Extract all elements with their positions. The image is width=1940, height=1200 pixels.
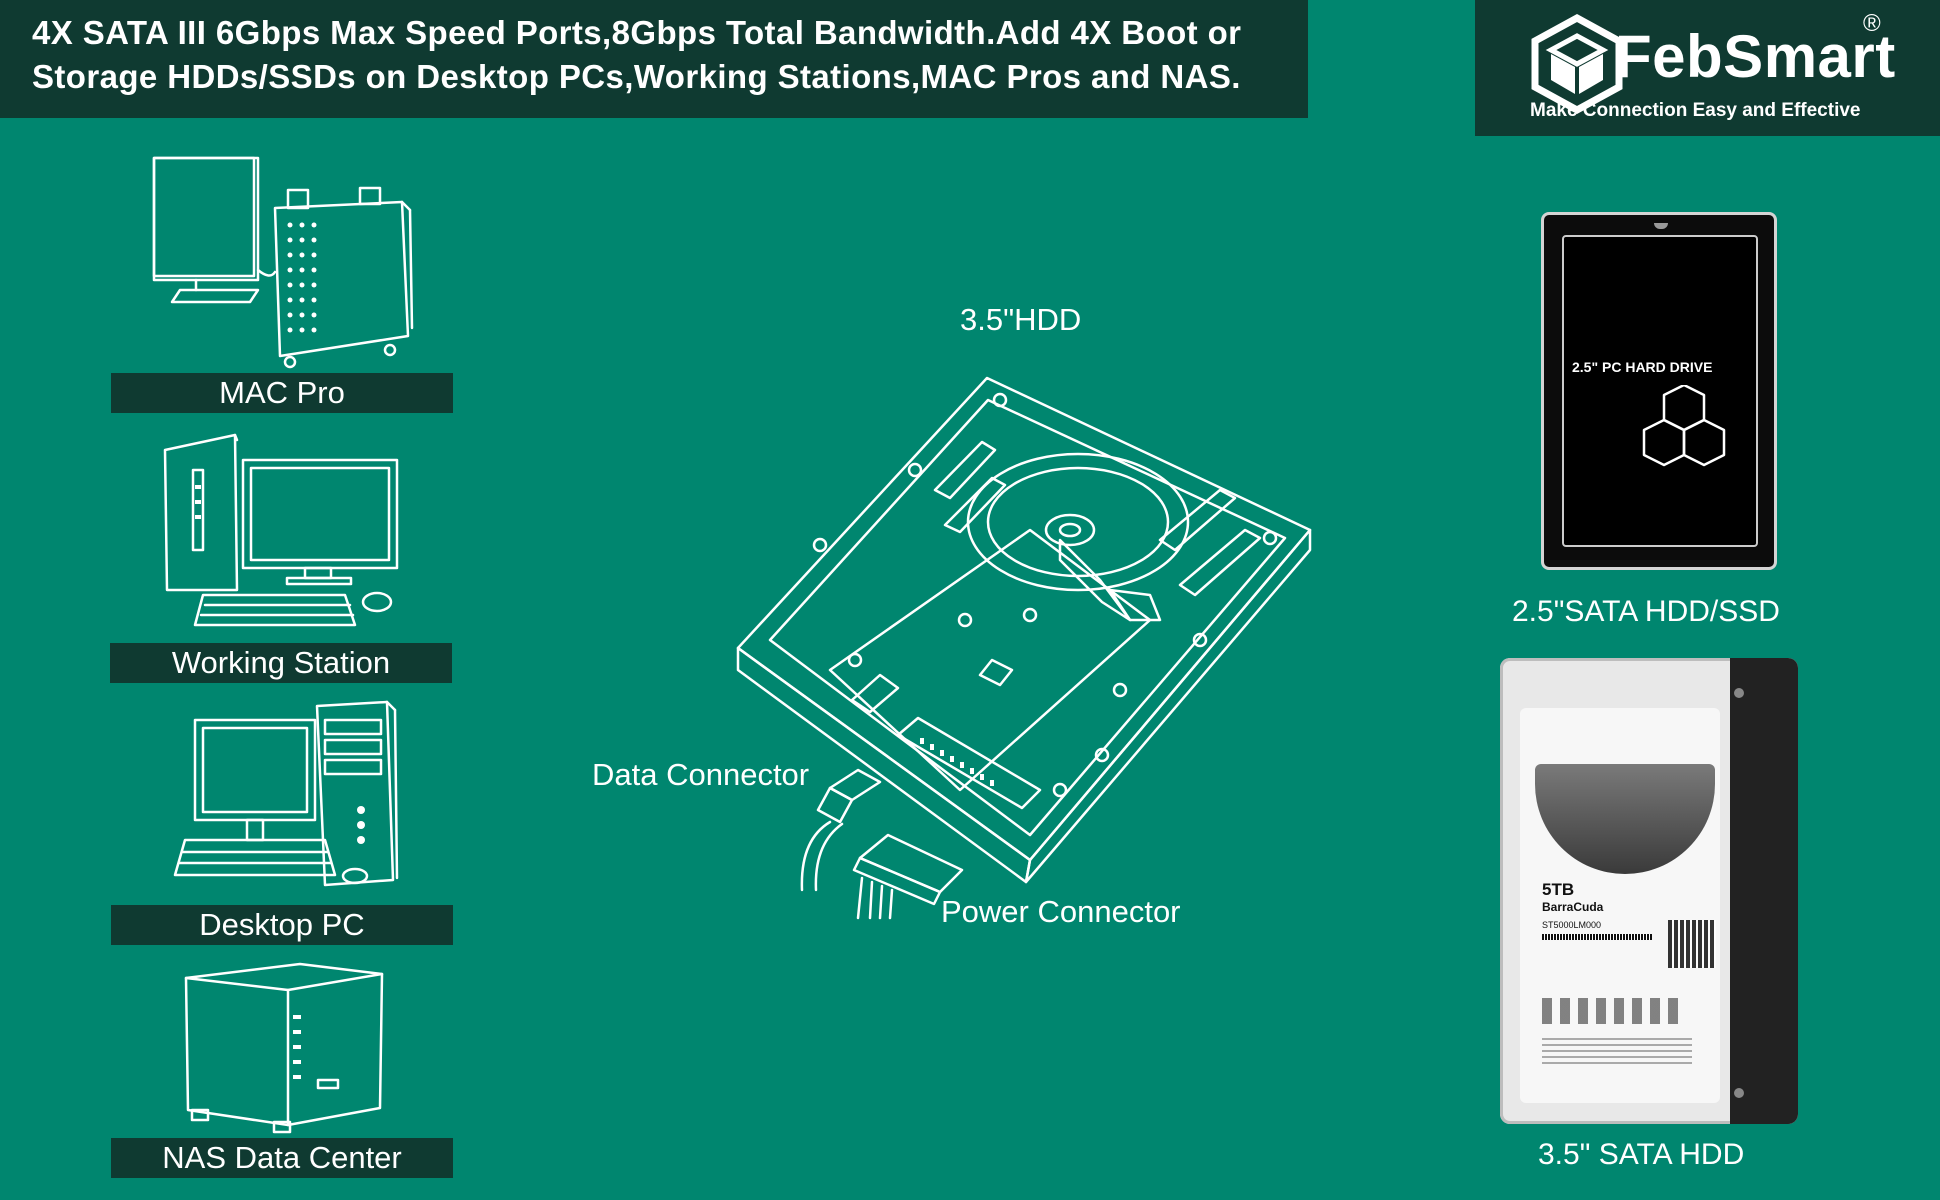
headline-line-1: 4X SATA III 6Gbps Max Speed Ports,8Gbps … xyxy=(32,14,1242,51)
headline-line-2: Storage HDDs/SSDs on Desktop PCs,Working… xyxy=(32,58,1241,95)
device-label-working-station: Working Station xyxy=(110,643,452,683)
desktop-pc-icon xyxy=(173,700,399,887)
data-connector-label: Data Connector xyxy=(592,757,810,792)
mac-pro-icon xyxy=(152,156,414,369)
drive-3-5-capacity: 5TB xyxy=(1542,880,1575,899)
drive-3-5-model: BarraCuda xyxy=(1542,900,1604,914)
brand-panel: FebSmart ® Make Connection Easy and Effe… xyxy=(1475,0,1940,136)
power-connector-label: Power Connector xyxy=(941,894,1181,929)
nas-icon xyxy=(184,962,384,1134)
hdd-title: 3.5"HDD xyxy=(960,302,1082,337)
brand-tagline: Make Connection Easy and Effective xyxy=(1530,100,1861,121)
drive-2-5-caption: 2.5"SATA HDD/SSD xyxy=(1512,595,1780,628)
headline-banner: 4X SATA III 6Gbps Max Speed Ports,8Gbps … xyxy=(0,0,1308,118)
drive-3-5-part: ST5000LM000 xyxy=(1542,920,1602,930)
drive-3-5-caption: 3.5" SATA HDD xyxy=(1538,1138,1745,1171)
registered-mark: ® xyxy=(1863,10,1881,37)
workstation-icon xyxy=(163,433,399,627)
cube-icon xyxy=(1531,14,1623,114)
hdd-line-art xyxy=(736,376,1312,920)
device-label-mac-pro: MAC Pro xyxy=(111,373,453,413)
brand-name: FebSmart xyxy=(1615,23,1896,90)
device-label-desktop-pc: Desktop PC xyxy=(111,905,453,945)
drive-2-5-image: 2.5" PC HARD DRIVE xyxy=(1541,212,1777,570)
drive-3-5-image: 5TB BarraCuda ST5000LM000 xyxy=(1500,658,1798,1124)
qr-code-icon xyxy=(1668,920,1716,968)
drive-2-5-label: 2.5" PC HARD DRIVE xyxy=(1572,359,1713,375)
device-label-nas: NAS Data Center xyxy=(111,1138,453,1178)
hexagon-icon xyxy=(1642,385,1726,467)
